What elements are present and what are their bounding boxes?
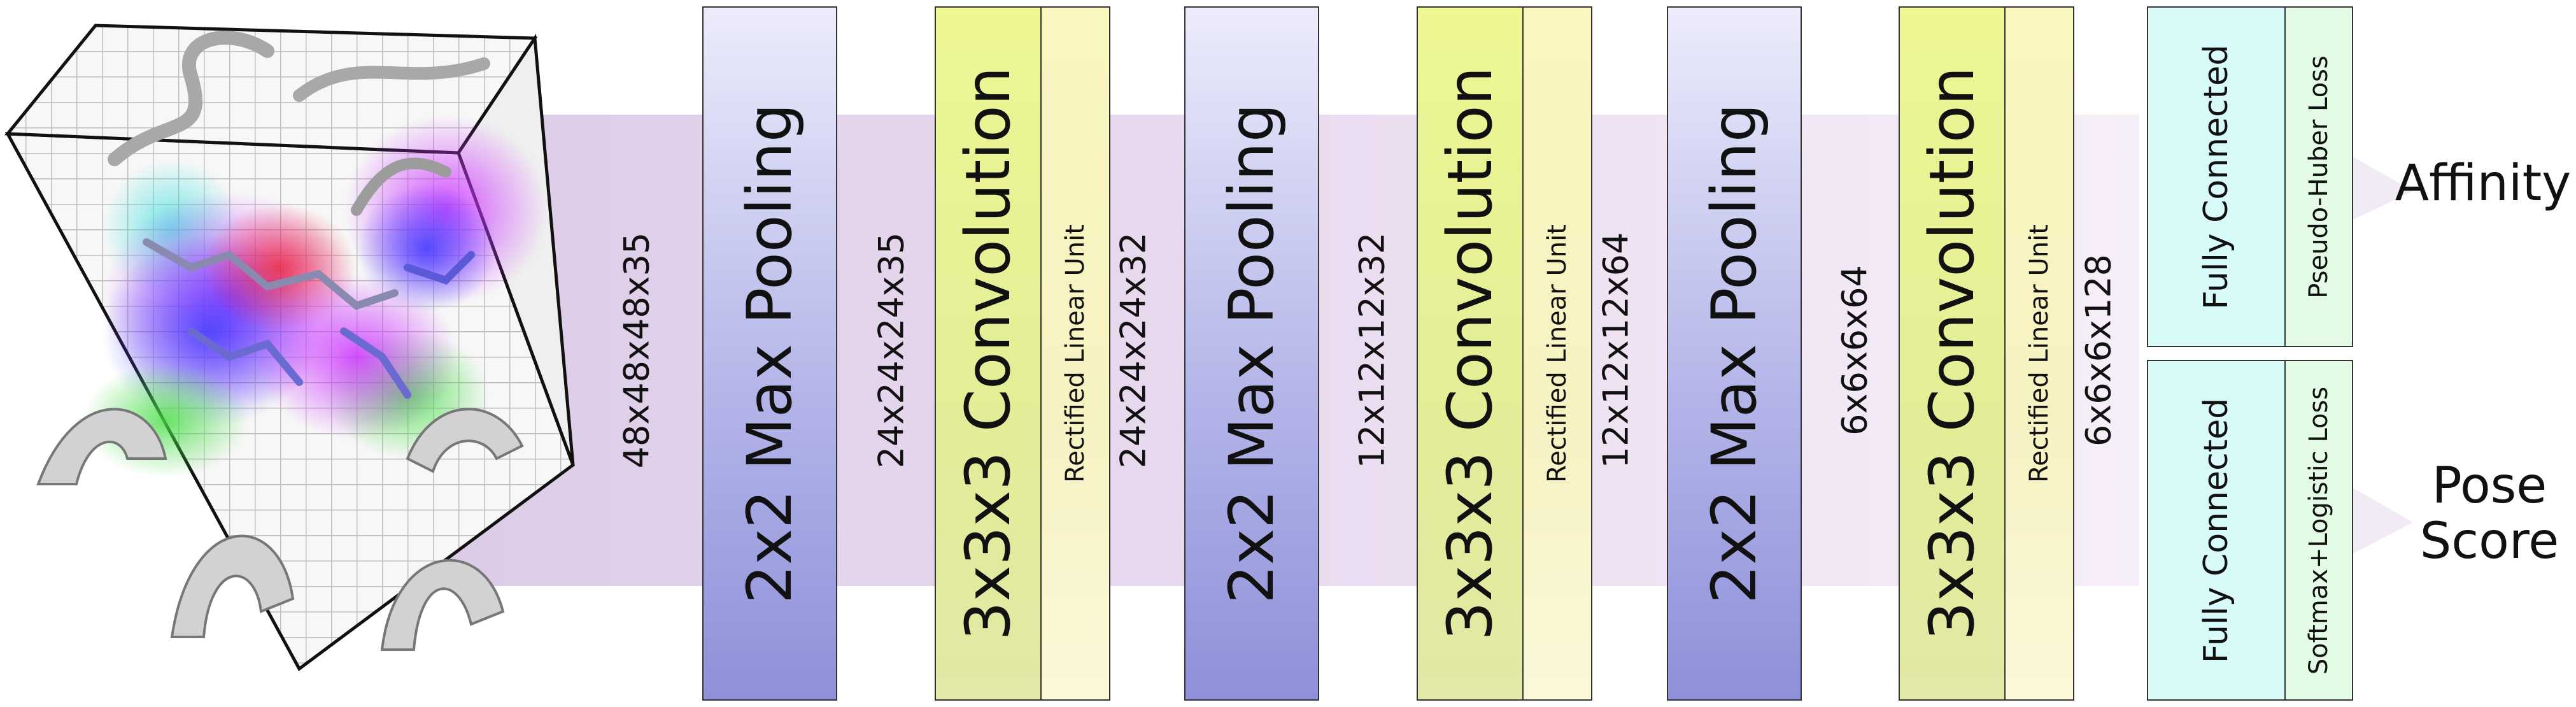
- affinity-loss-label: Pseudo-Huber Loss: [2304, 55, 2333, 299]
- pose-loss-layer: Softmax+Logistic Loss: [2284, 360, 2353, 701]
- relu-layer-3-label: Rectified Linear Unit: [2025, 224, 2054, 483]
- pose-score-output-label: Pose Score: [2413, 457, 2566, 571]
- affinity-fully-connected-layer: Fully Connected: [2147, 6, 2286, 347]
- convolution-layer-1-label: 3x3x3 Convolution: [952, 66, 1024, 641]
- convolution-layer-2: 3x3x3 Convolution: [1417, 6, 1524, 701]
- dimension-text-6: 6x6x6x128: [2078, 254, 2119, 447]
- pose-output-text-line1: Pose: [2431, 457, 2547, 515]
- relu-layer-2-label: Rectified Linear Unit: [1543, 224, 1572, 483]
- convolution-layer-2-label: 3x3x3 Convolution: [1434, 66, 1506, 641]
- convolution-layer-3-label: 3x3x3 Convolution: [1916, 66, 1988, 641]
- dimension-text-4: 12x12x12x64: [1596, 232, 1636, 469]
- input-dimension-label: 48x48x48x35: [598, 96, 675, 605]
- dimension-label-3: 12x12x12x32: [1334, 96, 1410, 605]
- max-pooling-layer-1: 2x2 Max Pooling: [702, 6, 837, 701]
- pose-fully-connected-label: Fully Connected: [2197, 397, 2235, 663]
- max-pooling-layer-3-label: 2x2 Max Pooling: [1699, 103, 1770, 604]
- relu-layer-1-label: Rectified Linear Unit: [1061, 224, 1090, 483]
- dimension-text-1: 24x24x24x35: [871, 232, 912, 469]
- dimension-text-5: 6x6x6x64: [1834, 265, 1875, 436]
- affinity-output-text: Affinity: [2395, 155, 2572, 212]
- pose-fully-connected-layer: Fully Connected: [2147, 360, 2286, 701]
- relu-layer-3: Rectified Linear Unit: [2004, 6, 2074, 701]
- affinity-output-label: Affinity: [2394, 155, 2572, 212]
- dimension-text-3: 12x12x12x32: [1352, 232, 1392, 469]
- max-pooling-layer-2: 2x2 Max Pooling: [1184, 6, 1319, 701]
- pose-loss-label: Softmax+Logistic Loss: [2304, 386, 2333, 675]
- convolution-layer-3: 3x3x3 Convolution: [1899, 6, 2006, 701]
- max-pooling-layer-2-label: 2x2 Max Pooling: [1216, 103, 1287, 604]
- dimension-label-2: 24x24x24x32: [1095, 96, 1171, 605]
- input-voxel-cube: [4, 24, 575, 671]
- relu-layer-1: Rectified Linear Unit: [1040, 6, 1110, 701]
- input-dimension-text: 48x48x48x35: [616, 232, 657, 469]
- dimension-label-4: 12x12x12x64: [1578, 96, 1654, 605]
- affinity-loss-layer: Pseudo-Huber Loss: [2284, 6, 2353, 347]
- dimension-label-6: 6x6x6x128: [2060, 96, 2137, 605]
- dimension-text-2: 24x24x24x32: [1113, 232, 1154, 469]
- dimension-label-1: 24x24x24x35: [853, 96, 930, 605]
- dimension-label-5: 6x6x6x64: [1816, 96, 1893, 605]
- affinity-fully-connected-label: Fully Connected: [2197, 44, 2235, 310]
- relu-layer-2: Rectified Linear Unit: [1522, 6, 1592, 701]
- convolution-layer-1: 3x3x3 Convolution: [935, 6, 1042, 701]
- max-pooling-layer-3: 2x2 Max Pooling: [1667, 6, 1802, 701]
- max-pooling-layer-1-label: 2x2 Max Pooling: [734, 103, 805, 604]
- pose-output-text-line2: Score: [2419, 513, 2559, 571]
